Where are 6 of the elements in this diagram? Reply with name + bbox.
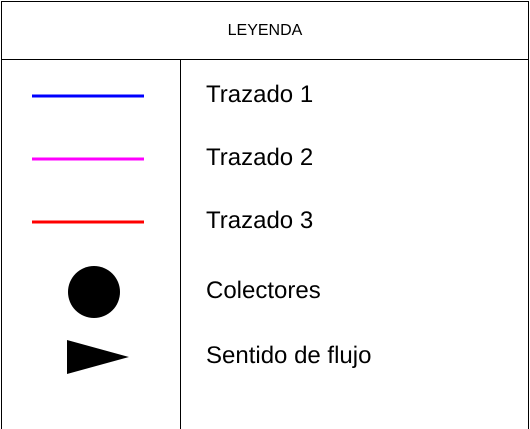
legend-label: Sentido de flujo — [206, 342, 372, 370]
legend-label: Colectores — [206, 277, 321, 305]
legend-label: Trazado 2 — [206, 144, 314, 172]
legend-label: Trazado 1 — [206, 81, 314, 109]
legend-title: LEYENDA — [228, 22, 302, 40]
legend-label: Trazado 3 — [206, 207, 314, 235]
